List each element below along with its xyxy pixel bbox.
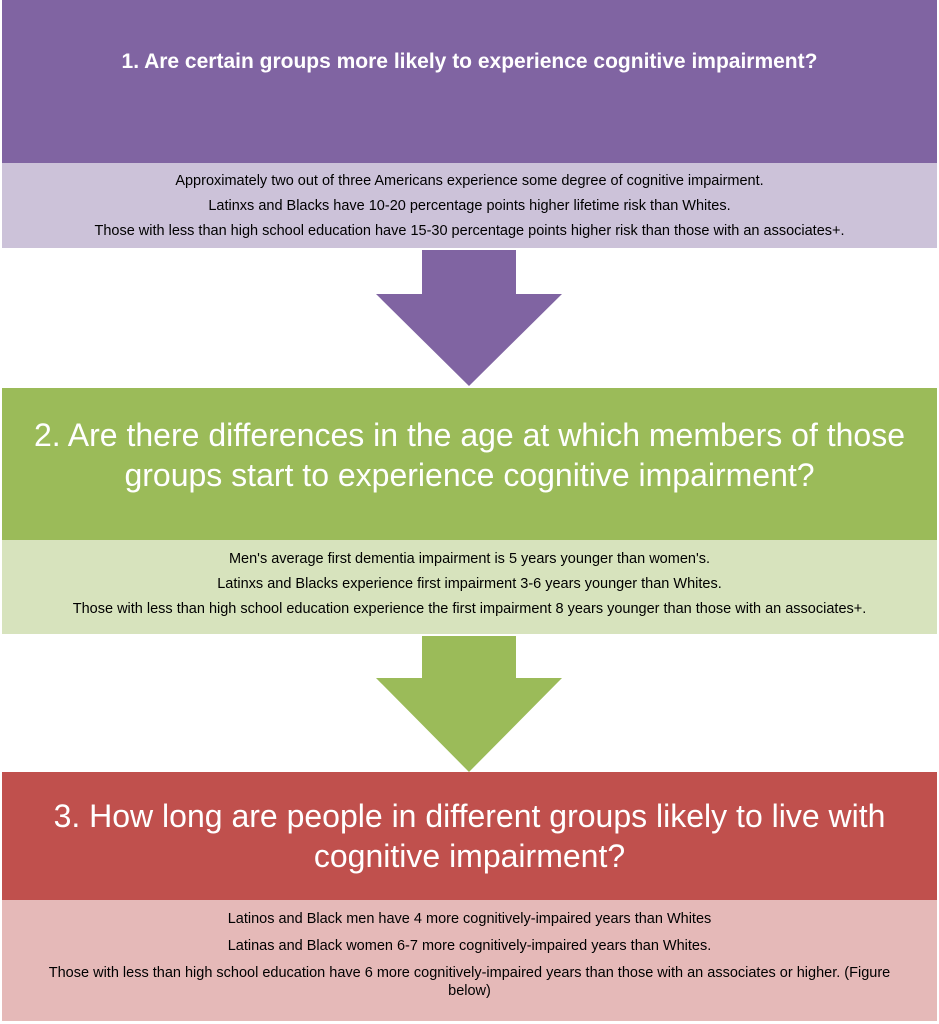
section-3-body: Latinos and Black men have 4 more cognit… xyxy=(2,900,937,1021)
section-2-title: 2. Are there differences in the age at w… xyxy=(33,417,905,493)
section-2-line-2: Latinxs and Blacks experience first impa… xyxy=(217,576,722,592)
section-1-line-3: Those with less than high school educati… xyxy=(94,223,845,239)
section-3-title: 3. How long are people in different grou… xyxy=(53,798,886,874)
section-1-header: 1. Are certain groups more likely to exp… xyxy=(2,0,937,163)
down-arrow-2 xyxy=(376,636,562,772)
section-2-line-3: Those with less than high school educati… xyxy=(72,601,867,617)
section-1-body: Approximately two out of three Americans… xyxy=(2,163,937,248)
section-1-title: 1. Are certain groups more likely to exp… xyxy=(121,49,818,73)
section-1-line-2: Latinxs and Blacks have 10-20 percentage… xyxy=(208,198,731,214)
down-arrow-1 xyxy=(376,250,562,386)
section-2-body: Men's average first dementia impairment … xyxy=(2,540,937,634)
section-3-line-3: Those with less than high school educati… xyxy=(48,965,891,999)
section-3-line-1: Latinos and Black men have 4 more cognit… xyxy=(227,911,712,927)
section-3-line-2: Latinas and Black women 6-7 more cogniti… xyxy=(227,938,712,954)
section-3-header: 3. How long are people in different grou… xyxy=(2,772,937,900)
section-2-header: 2. Are there differences in the age at w… xyxy=(2,388,937,540)
section-2-line-1: Men's average first dementia impairment … xyxy=(228,551,711,567)
section-1-line-1: Approximately two out of three Americans… xyxy=(175,173,764,189)
